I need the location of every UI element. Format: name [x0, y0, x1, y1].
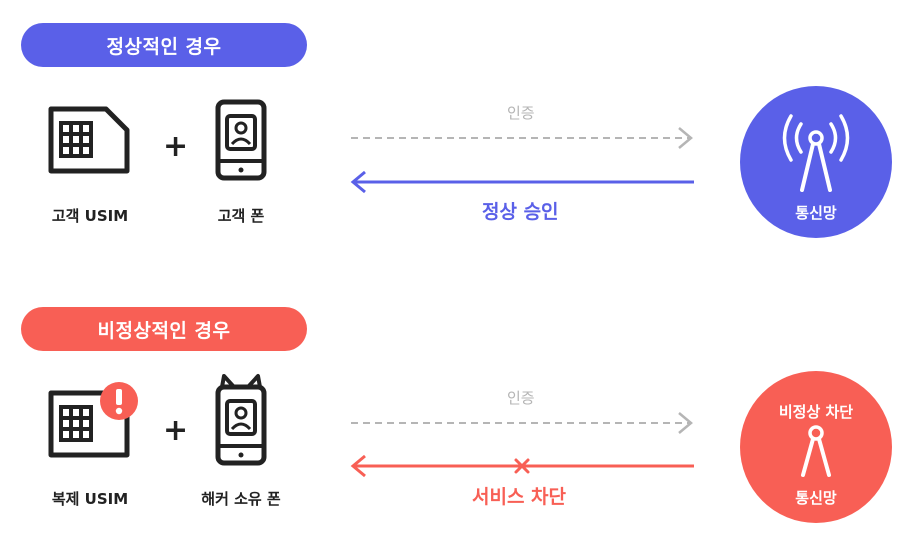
normal-auth-label: 인증	[507, 104, 535, 122]
block-x-icon	[513, 457, 531, 475]
network-node-normal: 통신망	[740, 86, 892, 238]
network-node-blocked: 비정상 차단 통신망	[740, 371, 892, 523]
abnormal-auth-label: 인증	[507, 389, 535, 407]
smartphone-icon	[215, 99, 267, 181]
hacker-phone-icon	[215, 373, 267, 467]
abnormal-sim-label: 복제 USIM	[51, 490, 129, 508]
sim-card-icon	[46, 388, 132, 460]
network-label: 통신망	[795, 489, 837, 507]
abnormal-phone-label: 해커 소유 폰	[201, 490, 281, 508]
normal-result-label: 정상 승인	[482, 201, 559, 223]
broadcast-tower-icon	[798, 423, 834, 479]
blocked-status-label: 비정상 차단	[778, 403, 854, 421]
abnormal-result-label: 서비스 차단	[472, 486, 567, 508]
broadcast-tower-icon	[778, 108, 854, 194]
warning-icon	[99, 381, 139, 421]
sim-card-icon	[46, 104, 132, 176]
plus-sign: +	[163, 413, 189, 448]
normal-case-title: 정상적인 경우	[21, 23, 307, 67]
plus-sign: +	[163, 129, 189, 164]
network-label: 통신망	[795, 204, 837, 222]
abnormal-case-title: 비정상적인 경우	[21, 307, 307, 351]
normal-sim-label: 고객 USIM	[51, 207, 129, 225]
normal-phone-label: 고객 폰	[217, 207, 265, 225]
auth-request-arrow	[345, 124, 700, 194]
